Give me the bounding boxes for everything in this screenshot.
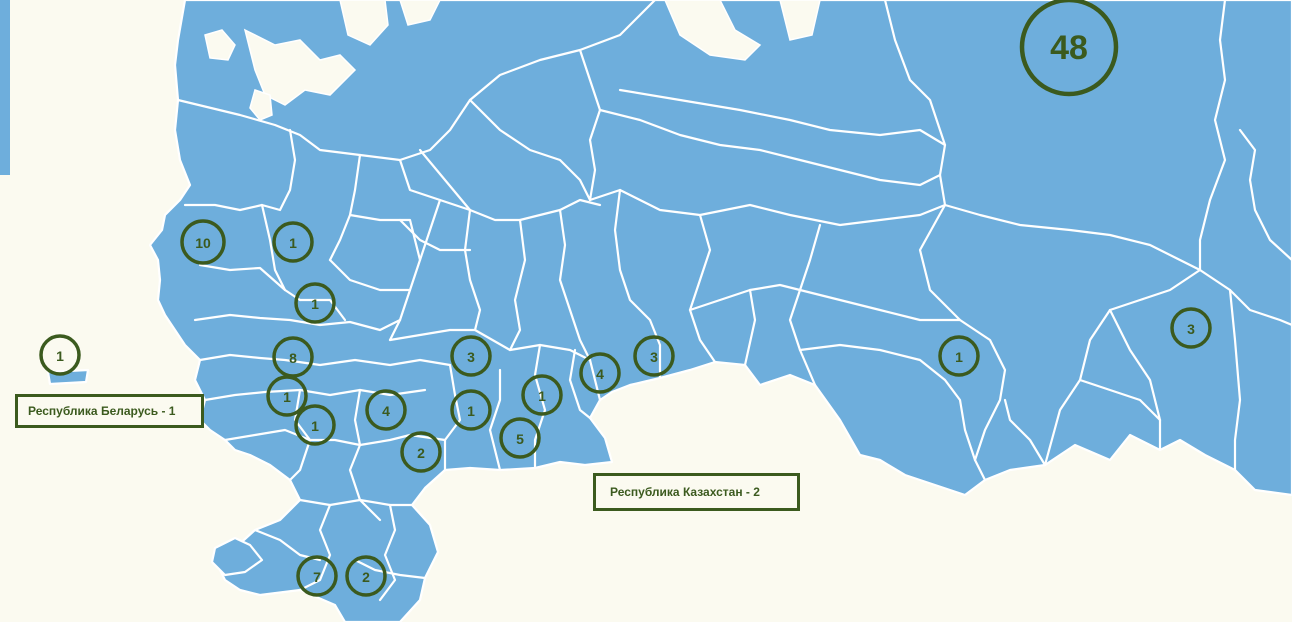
marker-4-b-label: 4 [596,366,604,382]
marker-1-d[interactable]: 1 [294,404,336,446]
ob-gulf [779,0,821,41]
marker-2-b[interactable]: 2 [345,555,387,597]
marker-1-c[interactable]: 1 [266,375,308,417]
marker-1-c-label: 1 [283,389,291,405]
marker-3-b-label: 3 [650,349,658,365]
crimea-region [210,536,264,577]
left-edge-strip [0,0,10,175]
marker-1-a[interactable]: 1 [272,221,314,263]
marker-1-f-label: 1 [538,388,546,404]
marker-kaliningrad-label: 1 [56,348,64,364]
marker-4-a[interactable]: 4 [365,389,407,431]
marker-7[interactable]: 7 [296,555,338,597]
marker-1-b[interactable]: 1 [294,282,336,324]
marker-kaliningrad[interactable]: 1 [39,334,81,376]
marker-3-c-label: 3 [1187,321,1195,337]
marker-1-e-label: 1 [467,403,475,419]
arctic-bay-2 [399,0,441,26]
marker-1-d-label: 1 [311,418,319,434]
onega-lake [249,89,273,121]
marker-48-label: 48 [1050,29,1088,67]
marker-2-a-label: 2 [417,445,425,461]
marker-10[interactable]: 10 [180,219,226,265]
marker-3-b[interactable]: 3 [633,335,675,377]
marker-2-a[interactable]: 2 [400,431,442,473]
belarus-label: Республика Беларусь - 1 [15,394,204,428]
marker-1-g[interactable]: 1 [938,335,980,377]
arctic-bay [339,0,389,46]
marker-1-a-label: 1 [289,235,297,251]
yamal-gulf [664,0,762,61]
kazakhstan-label: Республика Казахстан - 2 [593,473,800,511]
marker-3-c[interactable]: 3 [1170,307,1212,349]
marker-4-a-label: 4 [382,403,390,419]
region-borders [176,0,1292,602]
marker-5-label: 5 [516,431,524,447]
marker-3-a[interactable]: 3 [450,335,492,377]
marker-48[interactable]: 48 [1019,0,1119,97]
marker-5[interactable]: 5 [499,417,541,459]
marker-1-b-label: 1 [311,296,319,312]
ladoga-lake [204,29,236,61]
marker-4-b[interactable]: 4 [579,352,621,394]
marker-1-e[interactable]: 1 [450,389,492,431]
marker-7-label: 7 [313,569,321,585]
marker-8[interactable]: 8 [272,336,314,378]
marker-2-b-label: 2 [362,569,370,585]
marker-1-f[interactable]: 1 [521,374,563,416]
marker-1-g-label: 1 [955,349,963,365]
marker-3-a-label: 3 [467,349,475,365]
white-sea [243,28,357,106]
marker-8-label: 8 [289,350,297,366]
marker-10-label: 10 [195,235,211,251]
